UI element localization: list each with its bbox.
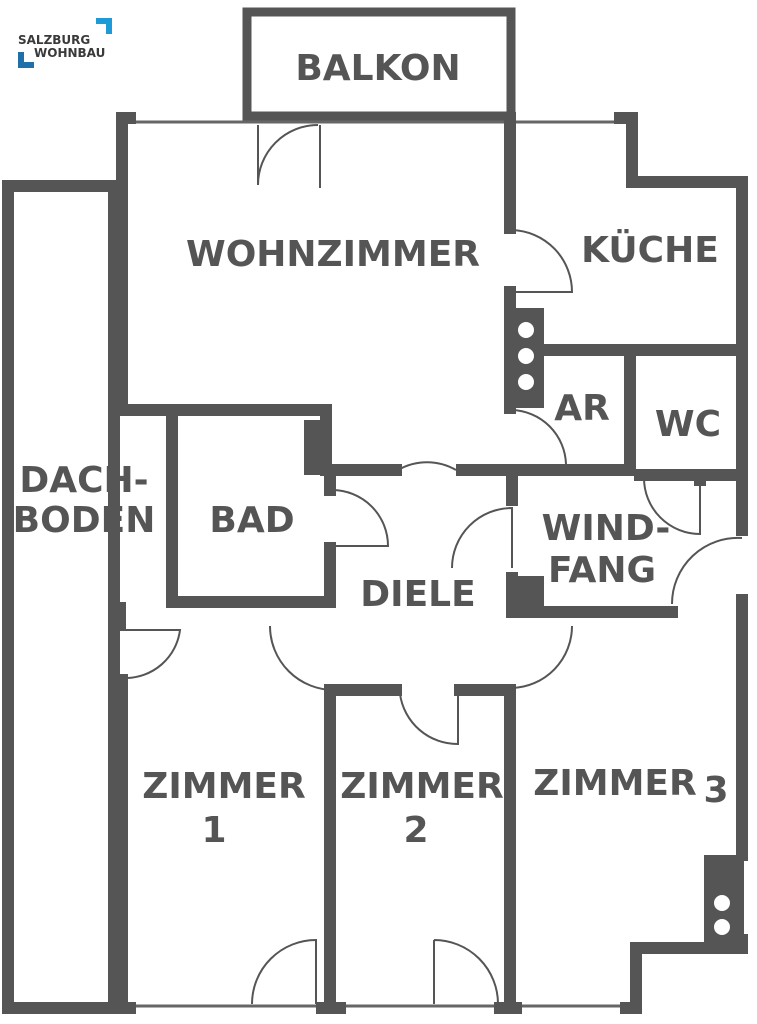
- doors: [124, 124, 743, 1005]
- label-zimmer1: ZIMMER: [142, 766, 305, 807]
- door-kueche: [511, 229, 574, 293]
- label-wohnzimmer: WOHNZIMMER: [186, 234, 480, 275]
- logo-line1: SALZBURG: [18, 33, 90, 47]
- label-zimmer3: ZIMMER: [533, 763, 696, 804]
- salzburg-wohnbau-logo: SALZBURG WOHNBAU: [18, 18, 112, 68]
- logo-line2: WOHNBAU: [34, 46, 105, 60]
- label-wc: WC: [655, 404, 721, 445]
- door-windfang: [451, 506, 513, 569]
- label-windfang-2: FANG: [548, 550, 656, 591]
- logo-corner-bottom-icon: [18, 52, 34, 68]
- chimney-icons: [516, 320, 732, 937]
- door-bad: [331, 489, 390, 547]
- door-wohnzimmer: [397, 461, 457, 471]
- door-zimmer3: [511, 625, 573, 689]
- label-zimmer2-number: 2: [403, 810, 428, 851]
- door-balkon-left: [257, 124, 319, 186]
- door-zimmer2: [399, 693, 459, 746]
- door-zimmer1-window: [251, 938, 317, 1005]
- logo-corner-top-icon: [96, 18, 112, 34]
- label-dachboden-2: BODEN: [13, 500, 156, 541]
- label-ar: AR: [554, 388, 610, 429]
- label-zimmer2: ZIMMER: [340, 766, 503, 807]
- label-diele: DIELE: [360, 574, 475, 615]
- door-entrance: [670, 536, 743, 605]
- door-zimmer1: [269, 625, 335, 691]
- label-dachboden-1: DACH-: [19, 460, 148, 501]
- walls: [2, 112, 748, 1014]
- label-zimmer3-number: 3: [703, 770, 728, 811]
- door-zimmer2-window: [433, 939, 499, 1005]
- label-kueche: KÜCHE: [581, 229, 719, 271]
- balcony-outline: [242, 7, 516, 121]
- label-zimmer1-number: 1: [201, 810, 226, 851]
- door-dachboden: [124, 629, 182, 680]
- label-balkon: BALKON: [295, 48, 460, 89]
- label-windfang-1: WIND-: [542, 508, 671, 549]
- door-wc: [643, 477, 701, 536]
- door-ar: [511, 409, 567, 465]
- label-bad: BAD: [209, 500, 294, 541]
